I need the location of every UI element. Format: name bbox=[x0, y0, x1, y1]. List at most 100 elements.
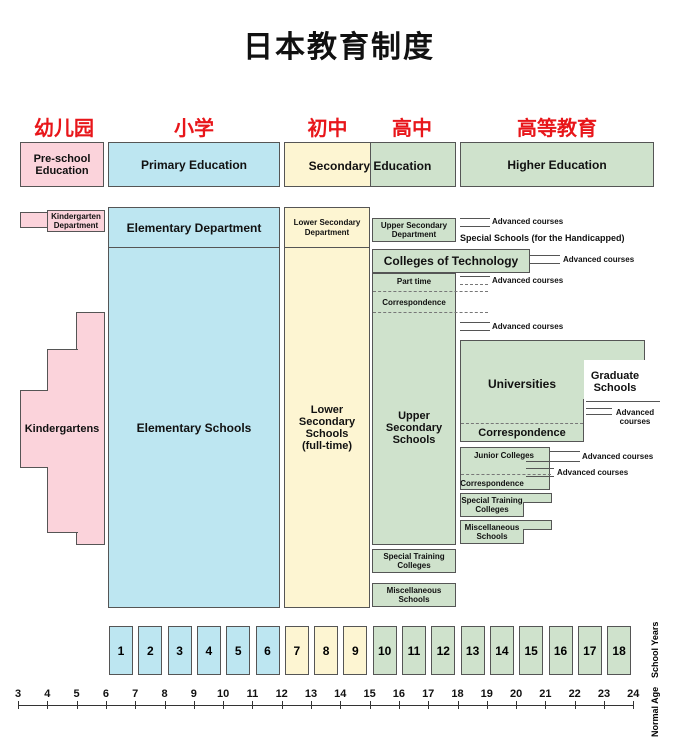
school-year-box: 3 bbox=[167, 626, 192, 675]
stage-label-primary: 小学 bbox=[174, 116, 214, 140]
school-year-box: 9 bbox=[343, 626, 368, 675]
age-label: 21 bbox=[539, 688, 552, 700]
special-schools: Special Schools (for the Handicapped) bbox=[460, 233, 625, 243]
age-tick bbox=[545, 701, 547, 709]
school-year-box: 6 bbox=[255, 626, 280, 675]
school-year-box: 17 bbox=[577, 626, 602, 675]
lower-secondary-department: Lower Secondary Department bbox=[284, 207, 370, 248]
school-year-box: 13 bbox=[460, 626, 485, 675]
advanced-courses-label: Advanced courses bbox=[492, 217, 564, 226]
school-year-box: 2 bbox=[138, 626, 163, 675]
school-year-box: 10 bbox=[372, 626, 397, 675]
age-label: 8 bbox=[161, 688, 168, 700]
age-tick bbox=[516, 701, 518, 709]
age-label: 15 bbox=[363, 688, 376, 700]
age-tick bbox=[18, 701, 19, 709]
age-label: 13 bbox=[304, 688, 318, 700]
age-label: 17 bbox=[422, 688, 435, 700]
age-tick bbox=[398, 701, 400, 709]
special-training-colleges: Special Training Colleges bbox=[372, 549, 456, 573]
graduate-schools: Graduate Schools bbox=[590, 370, 640, 394]
age-label: 16 bbox=[392, 688, 406, 700]
school-year-box: 7 bbox=[284, 626, 309, 675]
junior-colleges: Junior Colleges bbox=[473, 451, 534, 460]
school-year-box: 1 bbox=[109, 626, 133, 675]
advanced-courses-label: Advanced courses bbox=[557, 468, 629, 477]
secondary-header-label: Secondary Education bbox=[308, 159, 432, 173]
universities: Universities bbox=[487, 377, 557, 391]
secondary-header-upper bbox=[370, 142, 456, 187]
age-label: 24 bbox=[627, 688, 640, 700]
age-label: 10 bbox=[216, 688, 230, 700]
special-training-colleges-higher: Special Training Colleges bbox=[460, 493, 524, 517]
secondary-header-lower bbox=[284, 142, 372, 187]
kindergartens: Kindergartens bbox=[24, 423, 100, 435]
age-tick bbox=[428, 701, 430, 709]
upper-secondary-schools-box bbox=[372, 273, 456, 545]
age-label: 6 bbox=[102, 688, 109, 700]
school-year-box: 5 bbox=[226, 626, 251, 675]
age-label: 5 bbox=[73, 688, 80, 700]
age-label: 22 bbox=[568, 688, 581, 700]
stage-label-upper-secondary: 高中 bbox=[392, 116, 432, 140]
age-tick bbox=[457, 701, 459, 709]
age-tick bbox=[281, 701, 283, 709]
age-tick bbox=[486, 701, 488, 709]
elementary-department: Elementary Department bbox=[108, 207, 280, 248]
university-correspondence: Correspondence bbox=[478, 427, 566, 439]
school-year-box: 15 bbox=[519, 626, 544, 675]
age-label: 18 bbox=[451, 688, 464, 700]
age-tick bbox=[574, 701, 576, 709]
miscellaneous-schools: Miscellaneous Schools bbox=[372, 583, 456, 607]
preschool-header: Pre-school Education bbox=[20, 142, 104, 187]
primary-header: Primary Education bbox=[108, 142, 280, 187]
miscellaneous-schools-higher: Miscellaneous Schools bbox=[460, 520, 524, 544]
kindergarten-department: Kindergarten Department bbox=[47, 210, 105, 232]
age-axis-line bbox=[18, 705, 634, 706]
correspondence: Correspondence bbox=[382, 298, 446, 307]
age-label: 14 bbox=[334, 688, 347, 700]
age-tick bbox=[47, 701, 49, 709]
age-label: 7 bbox=[132, 688, 139, 700]
age-tick bbox=[193, 701, 195, 709]
age-tick bbox=[369, 701, 371, 709]
age-label: 4 bbox=[44, 688, 51, 700]
stage-label-higher: 高等教育 bbox=[517, 116, 597, 140]
age-tick bbox=[604, 701, 605, 709]
jc-correspondence: Correspondence bbox=[460, 479, 524, 488]
age-label: 3 bbox=[14, 688, 22, 700]
stage-label-lower-secondary: 初中 bbox=[307, 116, 348, 140]
stage-label-kindergarten: 幼儿园 bbox=[34, 116, 94, 140]
age-tick bbox=[105, 701, 107, 709]
school-year-box: 16 bbox=[548, 626, 573, 675]
elementary-schools: Elementary Schools bbox=[108, 247, 280, 608]
normal-age-label: Normal Age bbox=[650, 686, 660, 737]
school-year-box: 18 bbox=[607, 626, 632, 675]
age-label: 11 bbox=[246, 688, 259, 700]
age-tick bbox=[223, 701, 225, 709]
school-year-box: 4 bbox=[196, 626, 221, 675]
school-year-box: 12 bbox=[431, 626, 456, 675]
age-tick bbox=[76, 701, 78, 709]
higher-header: Higher Education bbox=[460, 142, 654, 187]
age-label: 20 bbox=[509, 688, 523, 700]
age-label: 9 bbox=[190, 688, 197, 700]
page-title: 日本教育制度 bbox=[243, 30, 435, 65]
age-tick bbox=[311, 701, 312, 709]
advanced-courses-label: Advanced courses bbox=[582, 452, 654, 461]
upper-secondary-schools: Upper Secondary Schools bbox=[385, 410, 443, 446]
lower-secondary-schools: Lower Secondary Schools (full-time) bbox=[284, 247, 370, 608]
school-year-box: 11 bbox=[402, 626, 426, 675]
universities-box bbox=[460, 340, 584, 442]
advanced-courses-label: Advanced courses bbox=[615, 408, 655, 426]
age-label: 23 bbox=[597, 688, 611, 700]
kindergartens-band-2 bbox=[47, 349, 78, 533]
age-tick bbox=[633, 701, 635, 709]
age-tick bbox=[164, 701, 166, 709]
age-tick bbox=[135, 701, 137, 709]
school-year-box: 14 bbox=[489, 626, 514, 675]
advanced-courses-label: Advanced courses bbox=[492, 322, 564, 331]
advanced-courses-label: Advanced courses bbox=[492, 276, 564, 285]
part-time: Part time bbox=[396, 277, 432, 286]
age-label: 19 bbox=[480, 688, 493, 700]
